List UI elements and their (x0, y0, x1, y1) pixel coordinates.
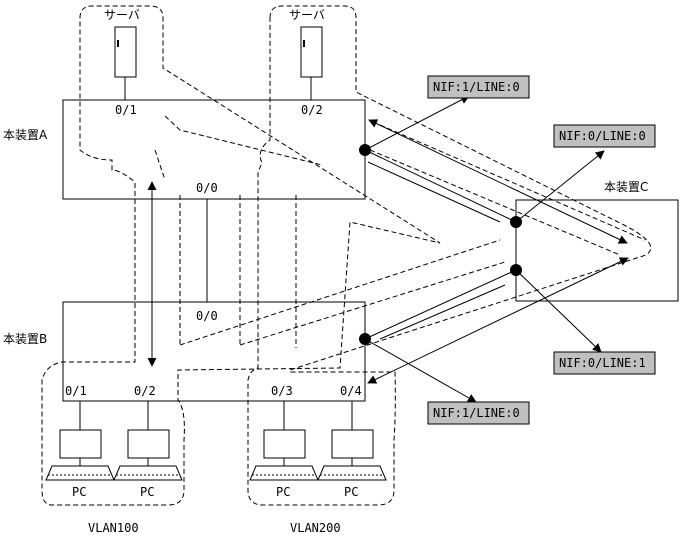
path-line-inner-2 (154, 149, 166, 181)
port-b-01: 0/1 (65, 384, 87, 398)
link-b-c (364, 269, 517, 340)
vlan-100-label: VLAN100 (88, 521, 139, 535)
trunk-links (364, 119, 629, 384)
pc-4: PC (317, 401, 387, 499)
device-a-label: 本装置A (3, 128, 48, 142)
nif-label-a-upper: NIF:1/LINE:0 (427, 75, 530, 99)
nif-label-b-lower-text: NIF:1/LINE:0 (433, 406, 520, 420)
device-b: 本装置B 0/0 0/1 0/2 0/3 0/4 (3, 301, 366, 402)
pc-3-label: PC (276, 485, 290, 499)
port-a-01: 0/1 (115, 103, 137, 117)
nif-label-c-upper-text: NIF:0/LINE:0 (559, 129, 646, 143)
path-arrow-a-c-1 (368, 119, 628, 244)
pc-2: PC (113, 401, 183, 499)
pc-2-label: PC (140, 485, 154, 499)
server-2-label: サーバ (289, 8, 325, 22)
server-2: サーバ (289, 8, 325, 100)
path-line-inner-8 (239, 261, 506, 346)
vlan200-outline (247, 5, 652, 506)
port-b-00: 0/0 (196, 309, 218, 323)
port-b-03: 0/3 (271, 384, 293, 398)
device-a: 本装置A 0/1 0/2 0/0 (3, 99, 366, 200)
path-line-inner-6 (179, 239, 501, 346)
port-a-00: 0/0 (196, 181, 218, 195)
vlan100-outline (41, 5, 441, 506)
path-line-inner-1 (164, 115, 323, 166)
server-1: サーバ (104, 8, 140, 100)
device-c-label: 本装置C (604, 180, 648, 194)
pc-3: PC (249, 401, 319, 499)
device-b-label: 本装置B (3, 332, 47, 346)
path-arrow-b-c-1 (367, 257, 629, 384)
nif-label-a-upper-text: NIF:1/LINE:0 (433, 80, 520, 94)
nif-label-c-upper: NIF:0/LINE:0 (553, 124, 656, 148)
server-1-label: サーバ (104, 8, 140, 22)
nif-callouts (364, 95, 605, 403)
port-a-02: 0/2 (301, 103, 323, 117)
link-a-c (364, 149, 517, 223)
path-line-inner-7 (369, 149, 621, 256)
pc-1-label: PC (72, 485, 86, 499)
nif-label-c-lower: NIF:0/LINE:1 (553, 351, 656, 375)
pc-4-label: PC (344, 485, 358, 499)
path-arrow-b-c-2 (379, 284, 506, 340)
nif-label-b-lower: NIF:1/LINE:0 (427, 401, 530, 425)
path-arrow-a-c-2 (367, 161, 501, 223)
device-c: 本装置C (515, 180, 679, 302)
nif-label-c-lower-text: NIF:0/LINE:1 (559, 356, 646, 370)
vlan-200-label: VLAN200 (290, 521, 341, 535)
port-b-02: 0/2 (134, 384, 156, 398)
port-b-04: 0/4 (340, 384, 362, 398)
pc-1: PC (45, 401, 115, 499)
